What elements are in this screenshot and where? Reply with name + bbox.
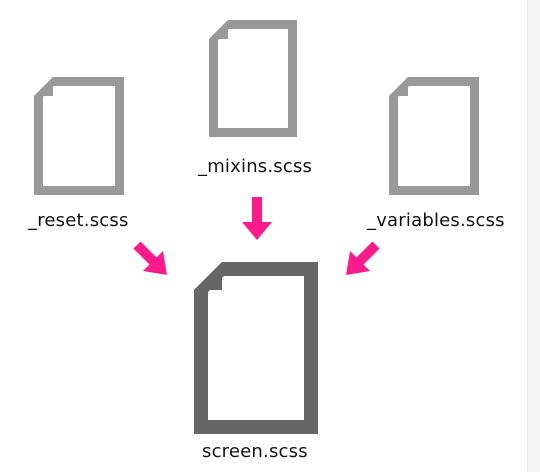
mixins-file-label: _mixins.scss xyxy=(198,156,313,177)
arrow-mixins-to-screen xyxy=(242,197,272,240)
screen-file-label: screen.scss xyxy=(202,441,308,462)
variables-file-label: _variables.scss xyxy=(367,210,505,231)
variables-file-icon xyxy=(389,77,479,195)
reset-file-icon xyxy=(34,77,124,195)
screen-file-icon xyxy=(194,262,318,434)
mixins-file-icon xyxy=(209,20,297,137)
arrow-reset-to-screen xyxy=(133,241,167,275)
arrow-variables-to-screen xyxy=(346,241,380,275)
page-edge-strip xyxy=(527,0,540,472)
reset-file-label: _reset.scss xyxy=(28,210,129,231)
